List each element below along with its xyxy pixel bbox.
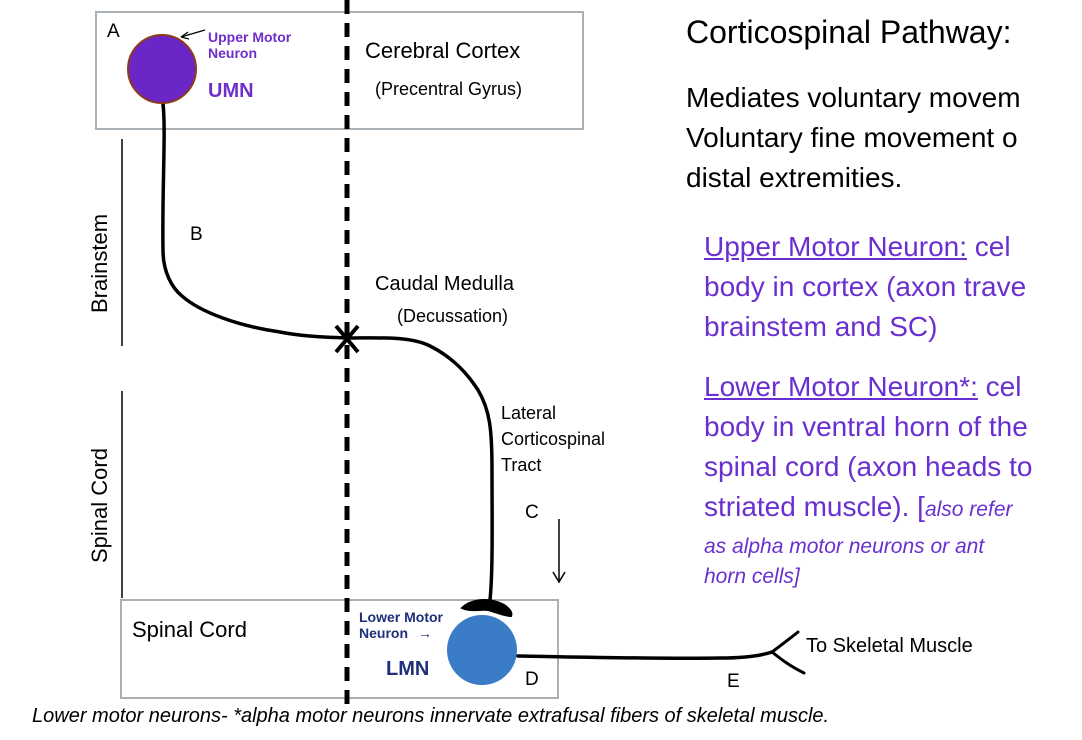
- cerebral-cortex-title: Cerebral Cortex: [365, 38, 521, 63]
- skeletal-muscle-label: To Skeletal Muscle: [806, 635, 973, 657]
- muscle-terminal-lower: [770, 650, 806, 675]
- intro-text: Mediates voluntary movem Voluntary fine …: [686, 82, 1021, 193]
- upper-motor-neuron-label: Upper Motor Neuron: [208, 29, 292, 61]
- label-c: C: [525, 502, 539, 523]
- footer-note: Lower motor neurons- *alpha motor neuron…: [32, 705, 830, 727]
- umn-axon: [161, 102, 494, 602]
- panel-title: Corticospinal Pathway:: [686, 14, 1012, 50]
- cerebral-cortex-box: [95, 11, 584, 130]
- label-b: B: [190, 224, 203, 245]
- brainstem-side-label: Brainstem: [87, 213, 112, 313]
- caudal-medulla-label: Caudal Medulla: [375, 273, 514, 295]
- spinal-cord-side-label: Spinal Cord: [87, 448, 112, 563]
- lmn-axon: [516, 650, 774, 661]
- decussation-label: (Decussation): [397, 306, 509, 326]
- umn-cell-body: [127, 34, 197, 104]
- decussation-x-2: [334, 324, 360, 354]
- lower-motor-neuron-label: Lower Motor Neuron→: [359, 609, 443, 641]
- spinal-cord-box-title: Spinal Cord: [132, 617, 247, 642]
- lmn-pointer-arrow: →: [418, 625, 432, 641]
- axon-terminal: [460, 599, 513, 618]
- umn-description: Upper Motor Neuron: cel body in cortex (…: [704, 231, 1027, 342]
- label-a: A: [107, 21, 120, 42]
- c-arrowhead: [552, 571, 566, 584]
- lmn-description: Lower Motor Neuron*: cel body in ventral…: [704, 371, 1033, 522]
- muscle-terminal-upper: [770, 630, 800, 654]
- label-d: D: [525, 669, 539, 690]
- label-e: E: [727, 671, 740, 692]
- lmn-abbr: LMN: [386, 658, 430, 680]
- precentral-gyrus-label: (Precentral Gyrus): [375, 79, 523, 99]
- lateral-corticospinal-tract-label: Lateral Corticospinal Tract: [501, 403, 606, 475]
- umn-pointer-line: [180, 29, 206, 38]
- umn-abbr: UMN: [208, 80, 254, 102]
- lmn-description-note: as alpha motor neurons or ant horn cells…: [704, 535, 985, 588]
- lmn-cell-body: [447, 615, 517, 685]
- spinal-cord-box: [120, 599, 559, 699]
- umn-pointer-arrowhead: [180, 31, 190, 40]
